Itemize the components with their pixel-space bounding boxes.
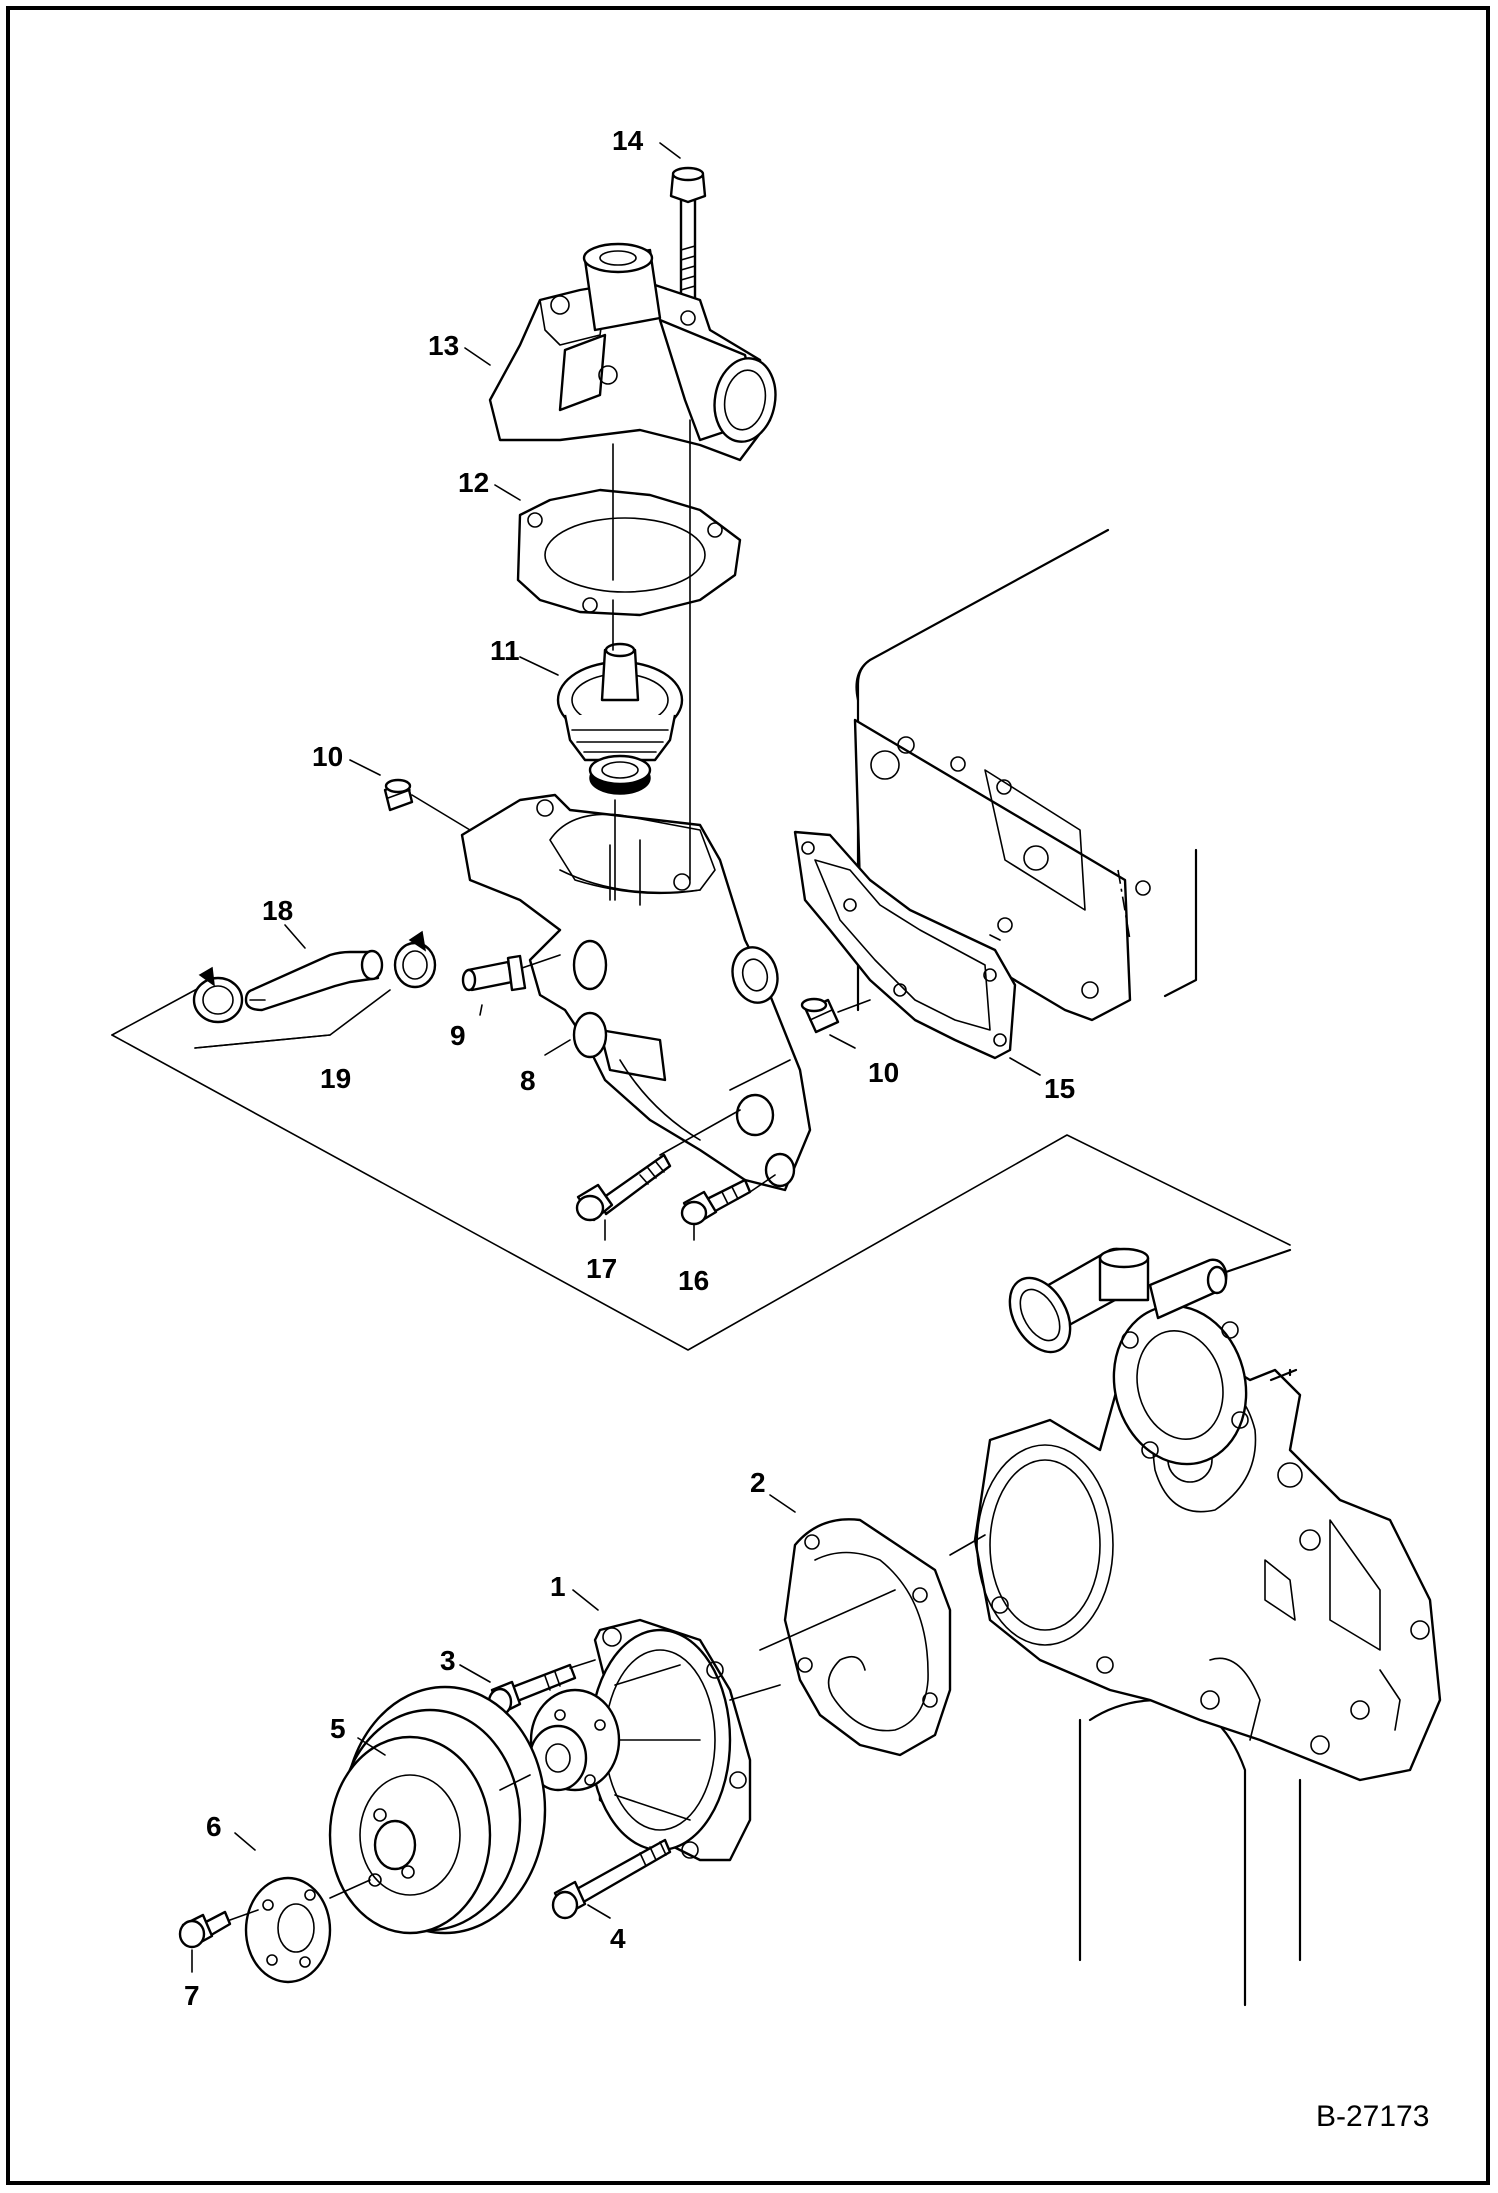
part-15-gasket <box>793 830 1017 1060</box>
callout-9: 9 <box>450 1020 466 1051</box>
part-9-hose-nipple <box>461 954 527 992</box>
callout-6: 6 <box>206 1811 222 1842</box>
part-13-thermostat-cover <box>488 242 777 462</box>
assembly-center-lines <box>229 419 1001 1921</box>
callout-4: 4 <box>610 1923 626 1954</box>
part-6-spacer <box>244 1876 332 1984</box>
part-8-thermostat-housing <box>460 793 812 1192</box>
part-14-bolt <box>669 166 707 305</box>
callout-18: 18 <box>262 895 293 926</box>
callout-12: 12 <box>458 467 489 498</box>
callout-13: 13 <box>428 330 459 361</box>
callout-2: 2 <box>750 1467 766 1498</box>
callout-14: 14 <box>612 125 644 156</box>
callout-10-upper: 10 <box>312 741 343 772</box>
callouts: 14 13 12 11 10 18 9 19 8 10 15 17 16 2 1… <box>184 125 1075 2011</box>
drawing-reference-number: B-27173 <box>1316 2100 1429 2133</box>
callout-17: 17 <box>586 1253 617 1284</box>
part-16-bolt <box>680 1178 752 1226</box>
callout-5: 5 <box>330 1713 346 1744</box>
part-19-hose-clamp-left <box>192 966 244 1024</box>
engine-block <box>853 528 1442 2007</box>
part-17-bolt <box>575 1153 672 1222</box>
callout-3: 3 <box>440 1645 456 1676</box>
part-4-bolt <box>551 1838 672 1920</box>
callout-8: 8 <box>520 1065 536 1096</box>
callout-11: 11 <box>490 635 520 666</box>
callout-1: 1 <box>550 1571 566 1602</box>
callout-19: 19 <box>320 1063 351 1094</box>
callout-10-lower: 10 <box>868 1057 899 1088</box>
callout-15: 15 <box>1044 1073 1075 1104</box>
part-12-gasket <box>516 488 742 617</box>
part-11-thermostat <box>556 642 684 795</box>
callout-7: 7 <box>184 1980 200 2011</box>
part-5-pulley <box>328 1685 547 1935</box>
callout-leaders <box>191 142 1041 1973</box>
part-10-plug-upper <box>383 778 414 812</box>
part-2-gasket <box>783 1518 952 1757</box>
thermostat-group-boundary <box>111 1034 1291 1351</box>
part-7-bolt <box>178 1910 232 1949</box>
part-18-hose <box>244 949 384 1012</box>
callout-16: 16 <box>678 1265 709 1296</box>
part-10-plug-lower <box>800 997 840 1034</box>
part-1-water-pump <box>528 1618 752 1862</box>
part-19-hose-clamp-right <box>393 930 437 989</box>
